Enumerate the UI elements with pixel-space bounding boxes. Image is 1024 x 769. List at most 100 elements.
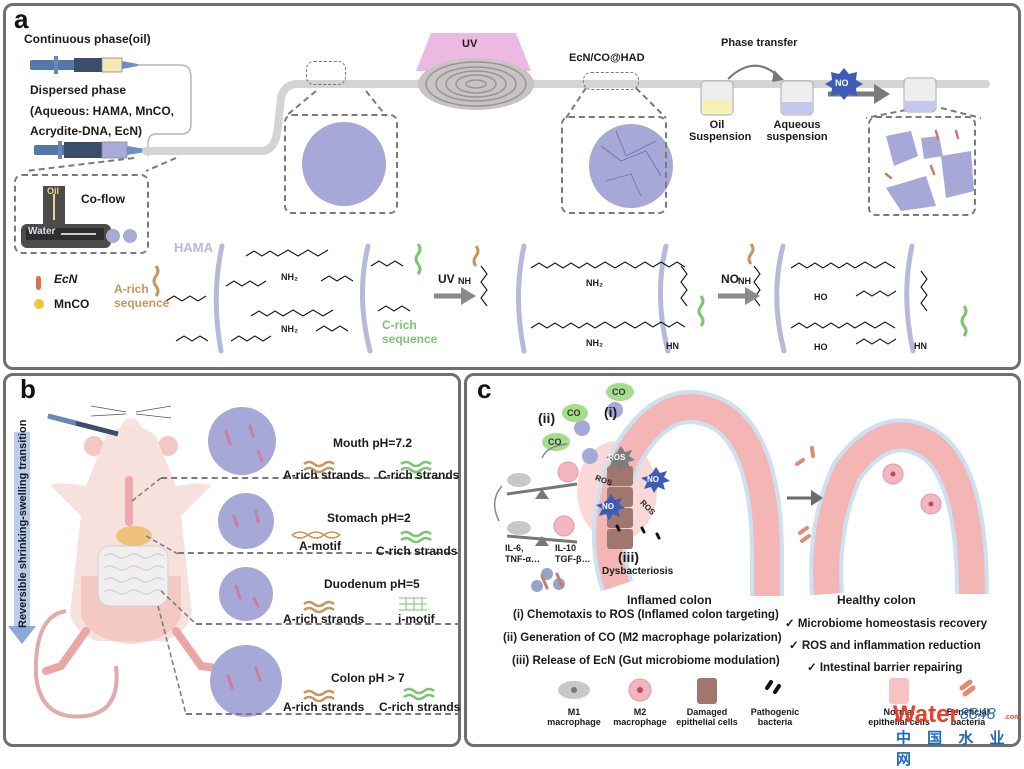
dysbacteriosis-label: Dysbacteriosis [602, 566, 674, 577]
cytokines-m1-line2: TNF-α… [505, 554, 541, 564]
dispersed-phase-components-2: Acrydite-DNA, EcN) [30, 124, 143, 138]
stage-mouth-right: C-rich strands [378, 468, 460, 482]
product-label: EcN/CO@HAD [569, 52, 645, 64]
inflamed-colon-label: Inflamed colon [627, 593, 712, 607]
a-motif-icon [291, 531, 341, 539]
chem-hn-1: HN [666, 341, 679, 351]
oral-syringe-icon [47, 413, 119, 437]
stomach-microsphere-icon [218, 493, 274, 549]
aqueous-suspension-line2: suspension [766, 131, 828, 143]
no-reaction-arrow-icon [745, 287, 760, 305]
stage-stomach-left: A-motif [299, 539, 341, 553]
legend-beneficial-line2: bacteria [950, 717, 986, 727]
co-label-3: CO [548, 437, 562, 447]
watermark-brand: Water [893, 701, 959, 728]
c-rich-sequence-label: C-rich sequence [382, 318, 437, 346]
legend-pathogenic-bacteria-icon [765, 680, 781, 694]
legend-m2-line1: M2 [633, 707, 647, 717]
ros-label-1: ROS [608, 453, 626, 462]
panel-c: c [464, 373, 1021, 747]
mouth-microsphere-icon [208, 407, 276, 475]
legend-m1-line2: macrophage [547, 717, 601, 727]
legend-m1: M1 macrophage [539, 707, 609, 727]
a-rich-line2: sequence [114, 296, 170, 310]
coflow-inset [14, 174, 149, 254]
legend-mnco-label: MnCO [54, 297, 90, 311]
panel-a-graphics [21, 33, 990, 354]
cytokines-m2-line1: IL-10 [555, 543, 577, 553]
ros-star-icon [606, 446, 635, 472]
legend-m1-line1: M1 [567, 707, 581, 717]
product-inset [561, 116, 667, 214]
aqueous-suspension-line1: Aqueous [773, 119, 821, 131]
stage-colon-title: Colon pH > 7 [331, 671, 405, 685]
uv-label: UV [462, 38, 478, 50]
hama-label: HAMA [174, 240, 213, 255]
duodenum-microsphere-icon [219, 567, 273, 621]
continuous-phase-label: Continuous phase(oil) [24, 32, 151, 46]
stage-duodenum-left: A-rich strands [283, 612, 365, 626]
legend-beneficial-line1: Beneficial [946, 707, 990, 717]
step-i-label: (i) [604, 404, 618, 420]
co-label-1: CO [612, 387, 626, 397]
uv-arrow-label: UV [438, 272, 455, 286]
c-rich-strand-icon [400, 460, 432, 468]
hydrogel-microsphere-icon [302, 122, 386, 206]
legend-m2: M2 macrophage [605, 707, 675, 727]
legend-damaged-cell-icon [697, 678, 717, 704]
transition-arrow-label: Reversible shrinking-swelling transition [17, 419, 29, 628]
mechanism-iii: (iii) Release of EcN (Gut microbiome mod… [512, 655, 780, 667]
mechanism-i: (i) Chemotaxis to ROS (Inflamed colon ta… [513, 609, 779, 621]
legend-normal-line1: Normal [883, 707, 915, 717]
cytokines-m2-line2: TGF-β… [555, 554, 591, 564]
oil-beaker-icon [700, 80, 734, 116]
stage-mouth-title: Mouth pH=7.2 [333, 436, 413, 450]
stage-stomach-right: C-rich strands [376, 544, 458, 558]
legend-normal-cells: Normal epithelial cells [859, 707, 939, 727]
chem-nh-2: NH [738, 276, 751, 286]
i-motif-icon [399, 597, 427, 611]
coflow-label: Co-flow [81, 192, 125, 206]
legend-damaged-line1: Damaged [686, 707, 728, 717]
coflow-junction-icon [21, 186, 137, 248]
panel-b-graphics [8, 405, 435, 719]
degraded-inset [868, 116, 976, 216]
c-rich-line1: C-rich [382, 318, 417, 332]
step-iii-label: (iii) [618, 549, 639, 565]
mnco-dot-icon [34, 299, 44, 309]
healthy-colon-icon [809, 418, 989, 596]
chem-ho-1: HO [814, 292, 828, 302]
oil-syringe-icon [30, 56, 138, 74]
oil-suspension-line1: Oil [709, 119, 725, 131]
c-rich-line2: sequence [382, 332, 438, 346]
spiral-reactor-icon [425, 61, 527, 107]
legend-ecn-label: EcN [54, 272, 78, 286]
droplet-inset [284, 114, 398, 214]
panel-label-a: a [14, 4, 29, 34]
a-rich-line1: A-rich [114, 282, 149, 296]
a-rich-sequence-label: A-rich sequence [114, 282, 169, 310]
divider-mouth [161, 477, 461, 479]
final-beaker-icon [903, 77, 937, 113]
a-rich-strand-icon [152, 265, 160, 297]
no-label-2: NO [602, 502, 614, 511]
aqueous-suspension-label: Aqueous suspension [764, 119, 830, 143]
transition-arrow-shaft [14, 432, 30, 628]
chem-nh-1: NH [458, 276, 471, 286]
watermark-number: 8848 [960, 706, 996, 723]
legend-beneficial-bacteria: Beneficial bacteria [933, 707, 1003, 727]
no-arrow-label: NO [721, 272, 739, 286]
mouse-illustration-icon [33, 405, 220, 719]
chem-nh2-2: NH₂ [586, 338, 603, 348]
crosslinked-microsphere-icon [589, 124, 673, 208]
chem-nh2-4: NH₂ [281, 324, 298, 334]
step-ii-label: (ii) [538, 410, 556, 426]
co-label-2: CO [567, 408, 581, 418]
uv-reaction-arrow-icon [461, 287, 476, 305]
legend-m2-line2: macrophage [613, 717, 667, 727]
legend-beneficial-bacteria-icon [959, 679, 976, 697]
colon-microsphere-icon [210, 645, 282, 717]
no-star-icon [641, 467, 670, 493]
panel-a: a [3, 3, 1021, 370]
panel-label-b: b [20, 374, 36, 404]
